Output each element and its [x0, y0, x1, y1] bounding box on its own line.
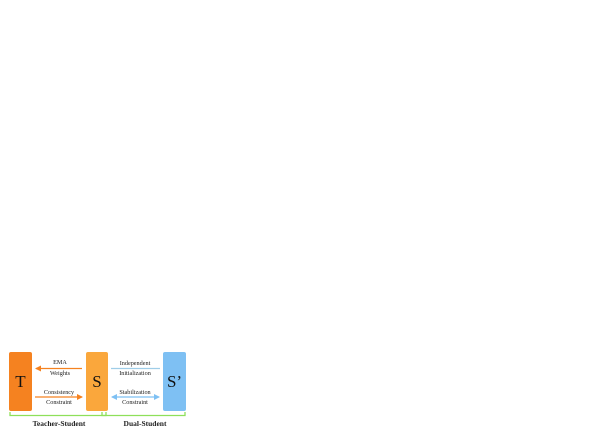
- consistency-label-bottom: Constraint: [46, 398, 72, 406]
- teacher-node-label: T: [15, 371, 26, 391]
- ema-label-bottom: Weights: [49, 369, 71, 377]
- student-node-label: S: [92, 371, 102, 391]
- independent-label-top: Independent: [119, 359, 151, 367]
- consistency-label-top: Consistency: [43, 389, 75, 396]
- dual-student-group-label: Dual-Student: [123, 419, 167, 428]
- teacher-student-group-label: Teacher-Student: [32, 419, 86, 428]
- independent-label-bottom: Initialization: [119, 369, 151, 377]
- stabilization-label-top: Stabilization: [119, 389, 151, 396]
- ema-label-top: EMA: [53, 359, 67, 366]
- stabilization-label-bottom: Constraint: [122, 398, 148, 406]
- second-student-node: S’: [163, 352, 186, 411]
- student-node: S: [86, 352, 108, 411]
- second-student-node-label: S’: [166, 371, 183, 391]
- teacher-student-bracket: [9, 412, 107, 417]
- dual-student-bracket: [101, 412, 186, 417]
- teacher-node: T: [9, 352, 32, 411]
